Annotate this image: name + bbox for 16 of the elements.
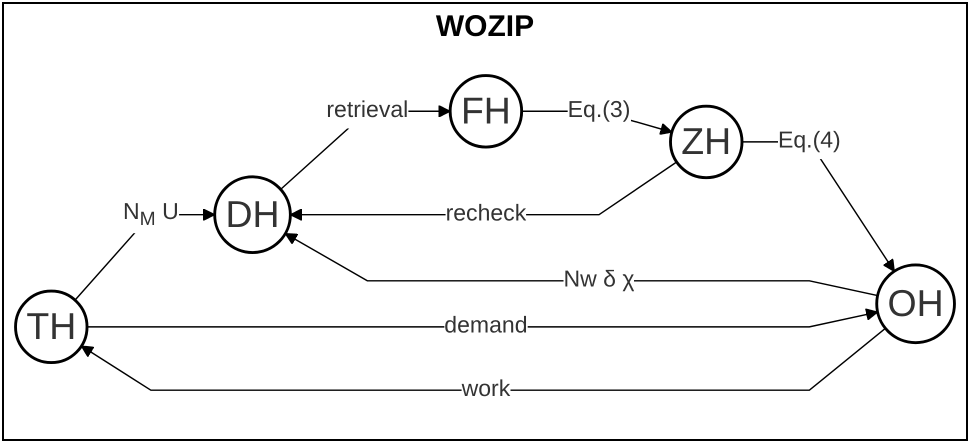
edge-label: N$_{M}$ U bbox=[123, 200, 179, 230]
edge-label: work bbox=[462, 377, 510, 402]
edge-label: Eq.(3) bbox=[568, 98, 630, 123]
node-circle: OH bbox=[875, 264, 956, 344]
node-circle: ZH bbox=[669, 104, 744, 180]
edge-label: Eq.(4) bbox=[778, 128, 841, 154]
edge-label: Nw δ χ bbox=[564, 268, 635, 292]
node-circle: DH bbox=[213, 175, 292, 254]
arrow bbox=[80, 328, 886, 391]
node-circle: TH bbox=[14, 290, 88, 364]
edge-label: demand bbox=[444, 314, 528, 338]
arrow bbox=[87, 308, 878, 328]
node-circle: FH bbox=[448, 74, 524, 148]
edge-label: recheck bbox=[446, 202, 526, 226]
diagram-title: WOZIP bbox=[436, 10, 534, 44]
edge-label: retrieval bbox=[326, 98, 408, 123]
